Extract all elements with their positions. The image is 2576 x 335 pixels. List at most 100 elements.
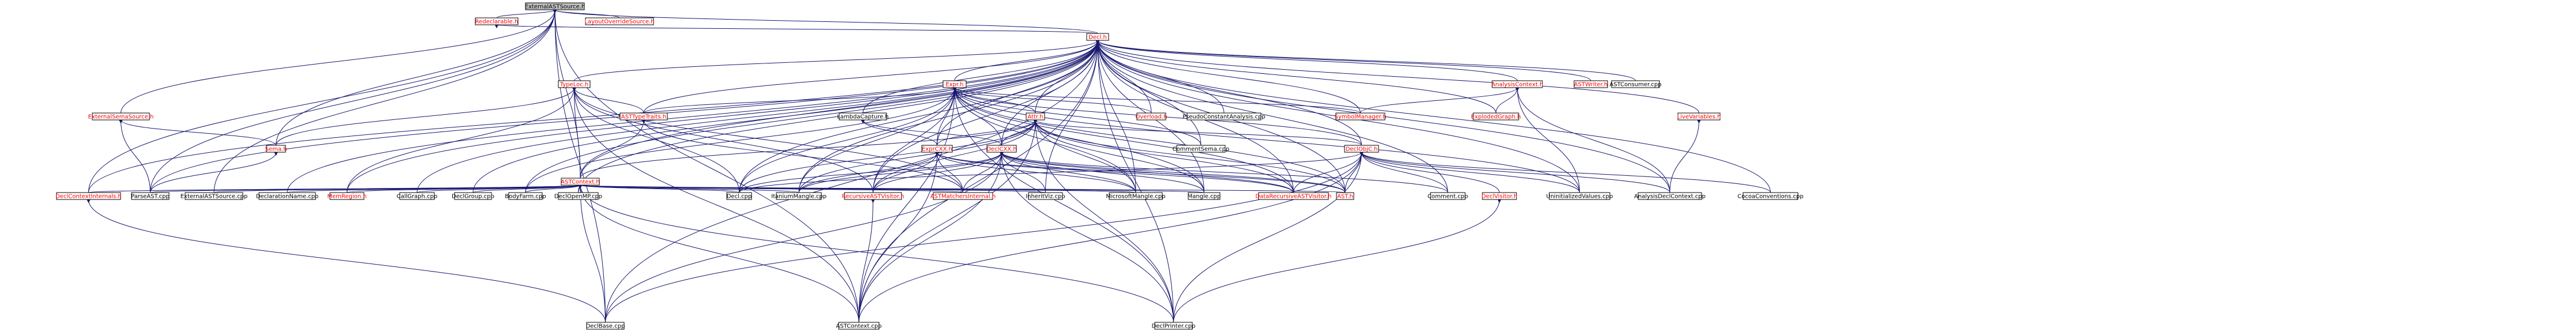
node-declbase-cpp[interactable]: DeclBase.cpp — [586, 322, 625, 330]
node-commentsema-cpp[interactable]: CommentSema.cpp — [1173, 145, 1230, 153]
node-box — [1482, 192, 1517, 200]
edge-n5-n10 — [643, 87, 957, 114]
edge-n5-n38 — [952, 87, 1136, 193]
edge-n20-n38 — [999, 152, 1136, 193]
node-symbolmanager-h[interactable]: SymbolManager.h — [1335, 112, 1387, 121]
node-memregion-h[interactable]: MemRegion.h — [327, 192, 367, 200]
edge-n23-n41 — [578, 184, 1346, 193]
node-declgroup-cpp[interactable]: DeclGroup.cpp — [452, 192, 494, 200]
node-uninitializedvalues-cpp[interactable]: UninitializedValues.cpp — [1546, 192, 1613, 200]
node-externalastsource-h[interactable]: ExternalASTSource.h — [525, 2, 585, 10]
edge-n3-n16 — [1095, 40, 1496, 114]
node-label: Attr.h — [1027, 114, 1043, 121]
node-box — [1638, 192, 1702, 200]
node-livevariables-h[interactable]: LiveVariables.h — [1677, 112, 1721, 121]
node-layoutoverridesource-h[interactable]: LayoutOverrideSource.h — [584, 17, 655, 25]
edge-n22-n43 — [1359, 152, 1500, 193]
node-label: DeclOpenMP.cpp — [554, 194, 602, 200]
node-inheritviz-cpp[interactable]: InheritViz.cpp — [1026, 192, 1065, 200]
node-lambdacapture-h[interactable]: LambdaCapture.h — [837, 112, 889, 121]
node-label: LiveVariables.h — [1677, 114, 1721, 121]
node-datarecursiveastvisitor-h[interactable]: DataRecursiveASTVisitor.h — [1256, 192, 1332, 200]
node-decl-cpp[interactable]: Decl.cpp — [726, 192, 752, 200]
node-box — [258, 192, 316, 200]
node-declarationname-cpp[interactable]: DeclarationName.cpp — [256, 192, 319, 200]
node-label: DataRecursiveASTVisitor.h — [1256, 194, 1332, 200]
node-declobjc-h[interactable]: DeclObjC.h — [1344, 145, 1379, 153]
node-explodedgraph-h[interactable]: ExplodedGraph.h — [1471, 112, 1521, 121]
dependency-edges — [86, 9, 1771, 323]
edge-n35-n48 — [858, 199, 876, 323]
node-label: ExternalASTSource.cpp — [181, 194, 248, 200]
node-declcxx-h[interactable]: DeclCXX.h — [986, 145, 1017, 153]
node-label: DeclVisitor.h — [1481, 194, 1517, 200]
edge-n12-n33 — [739, 119, 1038, 193]
node-declvisitor-h[interactable]: DeclVisitor.h — [1481, 192, 1518, 200]
node-recursiveastvisitor-h[interactable]: RecursiveASTVisitor.h — [842, 192, 904, 200]
node-asttypetraits-h[interactable]: ASTTypeTraits.h — [619, 112, 668, 121]
edge-n24-n47 — [86, 199, 606, 323]
edge-n19-n36 — [934, 152, 963, 193]
node-label: ASTWriter.h — [1574, 82, 1608, 88]
edge-n4-n28 — [347, 87, 577, 193]
edge-n12-n22 — [1033, 119, 1362, 146]
edge-n3-n4 — [574, 40, 1100, 81]
node-mangle-cpp[interactable]: Mangle.cpp — [1188, 192, 1221, 200]
node-declcontextinternals-h[interactable]: DeclContextInternals.h — [55, 192, 122, 200]
node-overload-h[interactable]: Overload.h — [1136, 112, 1167, 121]
edge-n12-n19 — [937, 119, 1038, 146]
node-box — [1026, 112, 1045, 121]
node-itaniummangle-cpp[interactable]: ItaniumMangle.cpp — [771, 192, 827, 200]
node-parseast-cpp[interactable]: ParseAST.cpp — [131, 192, 170, 200]
node-analysiscontext-h[interactable]: AnalysisContext.h — [1492, 80, 1544, 88]
edge-n10-n23 — [580, 119, 646, 179]
edge-n3-n28 — [347, 40, 1100, 193]
edge-n20-n35 — [873, 152, 1004, 193]
node-label: ExprCXX.h — [922, 146, 952, 153]
node-astcontext-cpp[interactable]: ASTContext.cpp — [836, 322, 882, 330]
node-comment-cpp[interactable]: Comment.cpp — [1428, 192, 1468, 200]
edge-n11-n20 — [861, 119, 1002, 146]
node-sema-h[interactable]: Sema.h — [265, 145, 287, 153]
node-ast-h[interactable]: AST.h — [1336, 192, 1354, 200]
edge-n5-n13 — [952, 87, 1152, 114]
edge-n3-n22 — [1095, 40, 1362, 146]
node-astwriter-h[interactable]: ASTWriter.h — [1574, 80, 1608, 88]
node-analysisdeclcontext-cpp[interactable]: AnalysisDeclContext.cpp — [1634, 192, 1706, 200]
edge-n3-n30 — [472, 40, 1100, 193]
node-externalsemasource-h[interactable]: ExternalSemaSource.h — [88, 112, 154, 121]
node-astcontext-h[interactable]: ASTContext.h — [561, 178, 600, 186]
node-box — [986, 145, 1017, 153]
node-callgraph-cpp[interactable]: CallGraph.cpp — [397, 192, 438, 200]
node-astmatchersinternal-h[interactable]: ASTMatchersInternal.h — [930, 192, 996, 200]
node-astconsumer-cpp[interactable]: ASTConsumer.cpp — [1609, 80, 1662, 88]
node-label: ExplodedGraph.h — [1471, 114, 1521, 121]
node-redeclarable-h[interactable]: Redeclarable.h — [475, 17, 519, 25]
node-bodyfarm-cpp[interactable]: BodyFarm.cpp — [505, 192, 546, 200]
node-box — [131, 192, 170, 200]
node-typeloc-h[interactable]: TypeLoc.h — [558, 80, 591, 88]
node-box — [525, 2, 585, 10]
node-attr-h[interactable]: Attr.h — [1026, 112, 1045, 121]
node-expr-h[interactable]: Expr.h — [942, 80, 967, 88]
node-microsoftmangle-cpp[interactable]: MicrosoftMangle.cpp — [1106, 192, 1166, 200]
node-declopenmp-cpp[interactable]: DeclOpenMP.cpp — [554, 192, 602, 200]
node-exprcxx-h[interactable]: ExprCXX.h — [921, 145, 953, 153]
edge-n20-n33 — [739, 152, 1004, 193]
edge-n20-n49 — [999, 152, 1174, 323]
edge-n3-n11 — [862, 40, 1100, 114]
node-label: DeclarationName.cpp — [256, 194, 319, 200]
edge-n12-n34 — [798, 119, 1038, 193]
node-label: InheritViz.cpp — [1026, 194, 1065, 200]
node-cocoaconventions-cpp[interactable]: CocoaConventions.cpp — [1737, 192, 1804, 200]
edge-n4-n36 — [572, 87, 963, 193]
node-box — [1473, 112, 1519, 121]
node-label: MicrosoftMangle.cpp — [1106, 194, 1165, 200]
node-box — [726, 192, 752, 200]
node-decl-h[interactable]: Decl.h — [1086, 33, 1109, 41]
node-declprinter-cpp[interactable]: DeclPrinter.cpp — [1152, 322, 1196, 330]
node-pseudoconstantanalysis-cpp[interactable]: PseudoConstantAnalysis.cpp — [1182, 112, 1266, 121]
node-externalastsource-cpp[interactable]: ExternalASTSource.cpp — [181, 192, 248, 200]
edge-n22-n40 — [1293, 152, 1364, 193]
